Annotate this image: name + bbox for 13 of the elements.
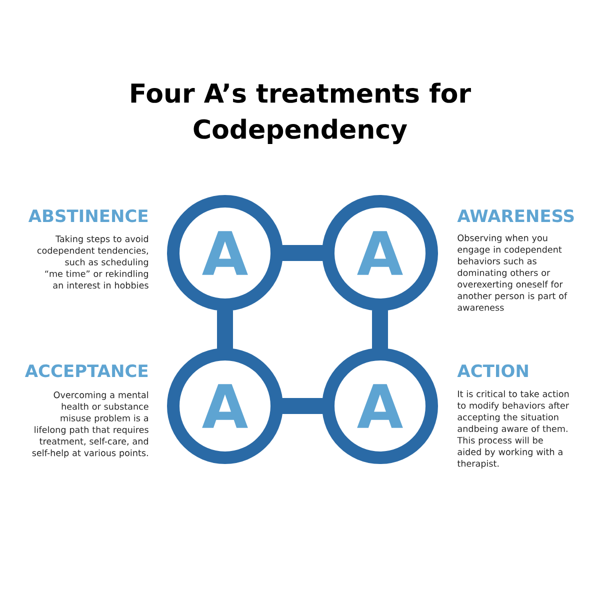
description-text: Taking steps to avoid codependent tendencies, such as scheduling “me time” or rekindling an interest in hobbies xyxy=(37,235,148,289)
description-text: It is critical to take action to modify behaviors after accepting the situation andbeing aware of them. This process will be aided by working with a therapist. xyxy=(457,390,570,469)
heading: AWARENESS xyxy=(457,209,574,222)
connector-bar xyxy=(282,398,323,414)
description-text: Observing when you engage in codependent behaviors such as dominating others or overexerting oneself for another person is part of awareness xyxy=(458,234,568,311)
description-text: Overcoming a mental health or substance misuse problem is a lifelong path that requires treatment, self-care, and self-help at various points. xyxy=(32,391,148,458)
connector-bar xyxy=(282,245,323,261)
heading: ACTION xyxy=(457,364,528,378)
connector-bar xyxy=(372,310,388,349)
title: Four A’s treatments for Codependency xyxy=(131,82,471,144)
heading: ACCEPTANCE xyxy=(24,364,148,378)
connector-bar xyxy=(217,310,233,349)
heading: ABSTINENCE xyxy=(28,209,148,222)
